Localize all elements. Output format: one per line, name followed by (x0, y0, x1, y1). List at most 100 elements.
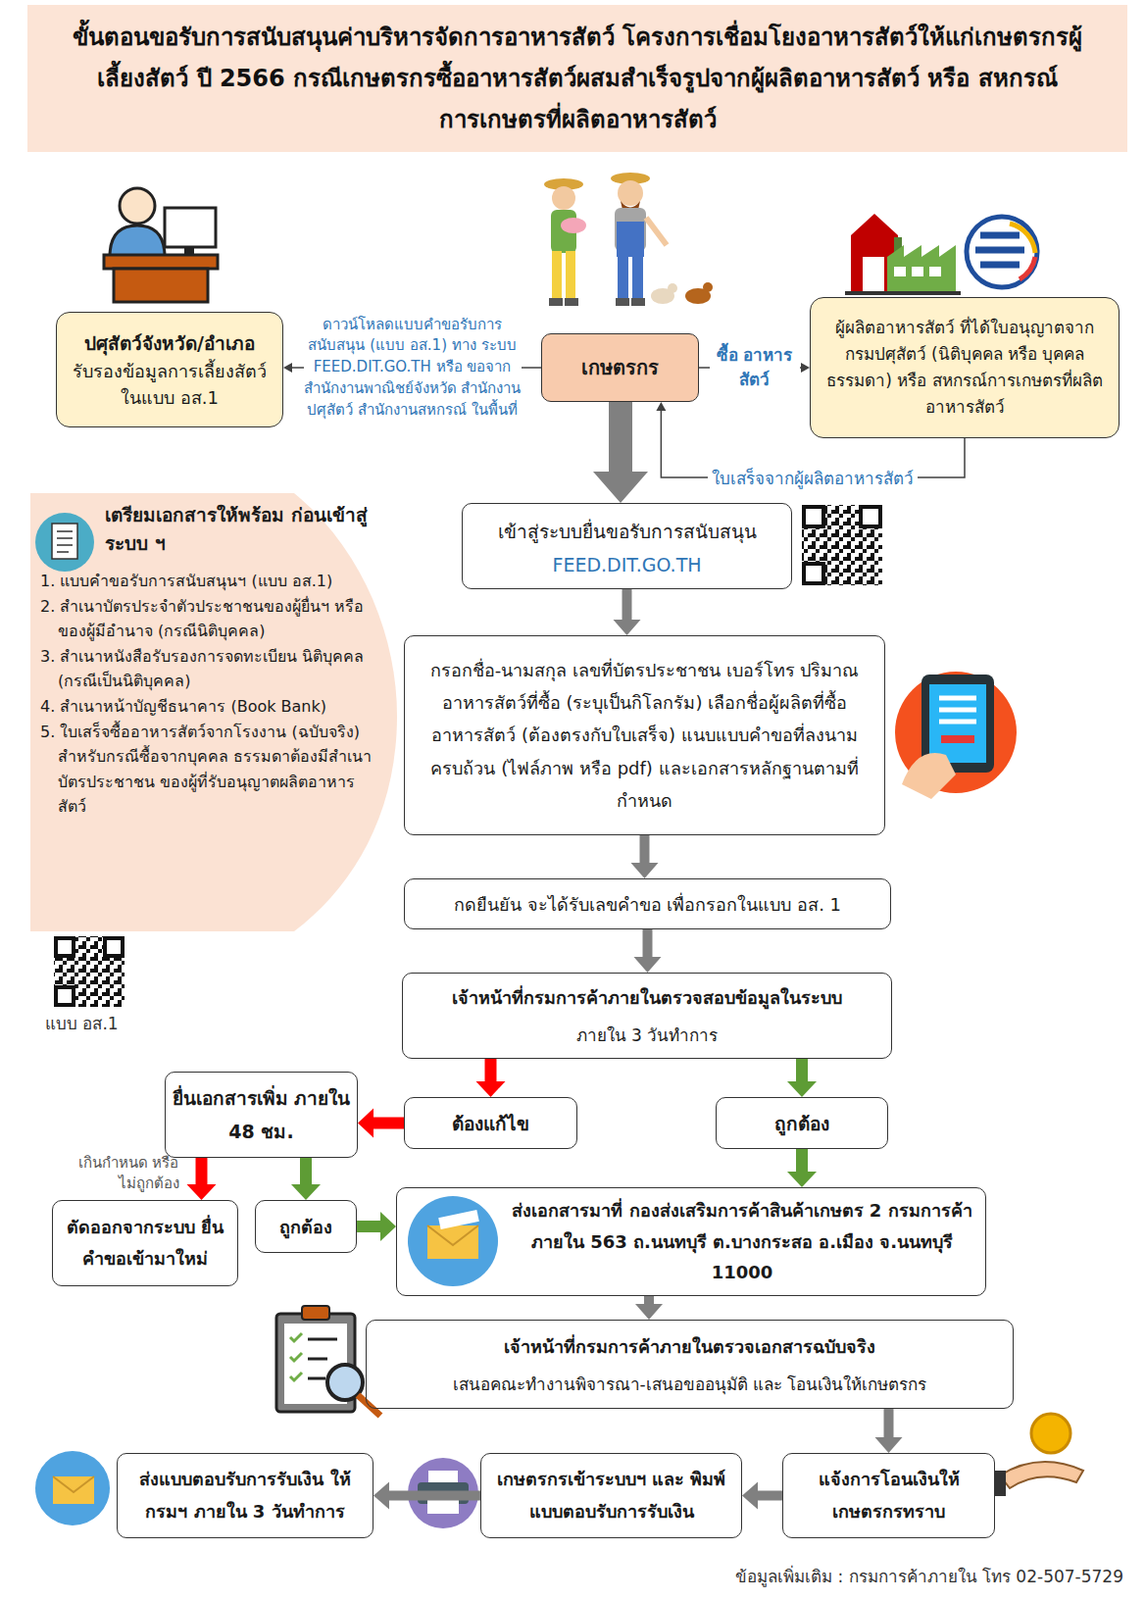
connector (356, 1211, 397, 1242)
process-box: ถูกต้อง (715, 1096, 889, 1149)
arrowhead (357, 1108, 374, 1139)
connector-line (356, 1220, 382, 1233)
process-box: เกษตรกรเข้าระบบฯ และ พิมพ์แบบตอบรับการรั… (480, 1452, 743, 1539)
box-text: ถูกต้อง (720, 1108, 884, 1139)
process-box: เจ้าหน้าที่กรมการค้าภายในตรวจเอกสารฉบับจ… (365, 1319, 1014, 1409)
doc-panel-shape (30, 493, 398, 932)
connector-line (796, 1148, 808, 1173)
process-box: ถูกต้อง (254, 1199, 357, 1253)
title-band (27, 4, 1128, 152)
officer-desk-icon (103, 188, 218, 302)
process-box: ปศุสัตว์จังหวัด/อำเภอรับรองข้อมูลการเลี้… (55, 311, 284, 428)
box-subtext: 1. แบบคำขอรับการสนับสนุนฯ (แบบ อส.1) (40, 568, 375, 595)
connector-line (796, 1058, 808, 1083)
box-text: ตัดออกจากระบบ ยื่นคำขอเข้ามาใหม่ (58, 1211, 232, 1276)
qr-code (53, 936, 125, 1007)
connector-line (622, 589, 633, 621)
envelope-icon (35, 1450, 110, 1526)
arrowhead (593, 471, 648, 503)
box-subtext: 4. สำเนาหน้าบัญชีธนาคาร (Book Bank) (40, 694, 375, 720)
box-text: ปศุสัตว์จังหวัด/อำเภอ (64, 328, 275, 358)
agency-logo (966, 216, 1038, 288)
connector (634, 929, 662, 973)
envelope-icon (407, 1195, 498, 1287)
connector (373, 1482, 481, 1510)
tablet-icon (895, 671, 1017, 799)
box-text: เจ้าหน้าที่กรมการค้าภายในตรวจสอบข้อมูลใน… (410, 983, 884, 1012)
arrowhead (655, 401, 666, 411)
connector (635, 1295, 663, 1320)
arrowhead (631, 862, 659, 879)
process-box: เจ้าหน้าที่กรมการค้าภายในตรวจสอบข้อมูลใน… (401, 972, 893, 1059)
box-text: กรอกชื่อ-นามสกุล เลขที่บัตรประชาชน เบอร์… (422, 653, 867, 817)
arrowhead (800, 362, 810, 373)
box-subtext: ภายใน 3 วันทำการ (410, 1021, 884, 1048)
connector-line (485, 1058, 498, 1083)
arrowhead (373, 1482, 390, 1510)
box-text: ส่งแบบตอบรับการรับเงิน ให้กรมฯ ภายใน 3 ว… (123, 1463, 367, 1528)
process-box: ต้องแก้ไข (403, 1096, 578, 1149)
arrowhead (613, 619, 642, 636)
box-subtext: 2. สำเนาบัตรประจำตัวประชาชนของผู้ยื่นฯ ห… (40, 594, 375, 645)
box-subtext: 3. สำเนาหนังสือรับรองการจดทะเบียน นิติบุ… (40, 644, 375, 695)
connector-line (756, 1491, 783, 1501)
connector-line (372, 1117, 404, 1130)
qr-code (801, 504, 883, 586)
diagram-title: ขั้นตอนขอรับการสนับสนุนค่าบริหารจัดการอา… (27, 8, 1128, 149)
edge-label: ดาวน์โหลดแบบคำขอรับการ สนับสนุน (แบบ อส.… (303, 314, 522, 422)
process-box: กรอกชื่อ-นามสกุล เลขที่บัตรประชาชน เบอร์… (403, 635, 886, 836)
process-box: ส่งเอกสารมาที่ กองส่งเสริมการค้าสินค้าเก… (396, 1187, 987, 1296)
arrowhead (635, 1303, 663, 1320)
doc-icon (35, 512, 95, 572)
box-text: เกษตรกร (547, 351, 693, 384)
box-text: เจ้าหน้าที่กรมการค้าภายในตรวจเอกสารฉบับจ… (376, 1332, 1003, 1361)
box-text: แจ้งการโอนเงินให้ เกษตรกรทราบ (789, 1463, 989, 1528)
farmers-icon (544, 172, 713, 306)
arrowhead (187, 1184, 217, 1200)
footer-note: ข้อมูลเพิ่มเติม : กรมการค้าภายใน โทร 02-… (735, 1562, 1124, 1590)
process-box: ยื่นเอกสารเพิ่ม ภายใน 48 ชม. (164, 1071, 358, 1158)
connector (787, 1148, 817, 1188)
connector-line (640, 835, 650, 864)
coin-hand-icon (992, 1413, 1084, 1496)
box-text: เตรียมเอกสารให้พร้อม ก่อนเข้าสู่ระบบ ฯ (104, 500, 375, 557)
arrowhead (380, 1211, 397, 1242)
document-checklist: เตรียมเอกสารให้พร้อม ก่อนเข้าสู่ระบบ ฯ 1.… (30, 493, 389, 932)
box-subtext: 5. ใบเสร็จซื้ออาหารสัตว์จากโรงงาน (ฉบับจ… (40, 719, 375, 820)
process-box: กดยืนยัน จะได้รับเลขคำขอ เพื่อกรอกในแบบ … (403, 878, 892, 930)
connector-line (884, 1408, 895, 1439)
connector (787, 1058, 817, 1097)
connector (631, 835, 659, 879)
connector-line (643, 929, 653, 958)
edge-label: เกินกำหนด หรือไม่ถูกต้อง (69, 1152, 180, 1195)
box-text: ผู้ผลิตอาหารสัตว์ ที่ได้ใบอนุญาตจากกรมปศ… (820, 314, 1109, 422)
box-text: ต้องแก้ไข (408, 1108, 573, 1139)
arrowhead (291, 1184, 321, 1200)
arrowhead (787, 1081, 817, 1097)
connector (187, 1157, 217, 1200)
qr-caption: แบบ อส.1 (45, 1009, 119, 1037)
box-text: เกษตรกรเข้าระบบฯ และ พิมพ์แบบตอบรับการรั… (487, 1463, 736, 1528)
arrowhead (787, 1171, 817, 1188)
box-subtext: FEED.DIT.GO.TH (468, 553, 786, 576)
arrowhead (283, 362, 293, 373)
connector-line (299, 1157, 312, 1186)
title-band: ขั้นตอนขอรับการสนับสนุนค่าบริหารจัดการอา… (27, 4, 1128, 152)
connector (357, 1108, 404, 1139)
box-subtext: เสนอคณะทำงานพิจารณา-เสนอขออนุมัติ และ โอ… (376, 1370, 1003, 1397)
arrowhead (875, 1437, 903, 1453)
process-box: เข้าสู่ระบบยื่นขอรับการสนับสนุนFEED.DIT.… (461, 502, 793, 590)
box-text: ส่งเอกสารมาที่ กองส่งเสริมการค้าสินค้าเก… (510, 1194, 974, 1289)
box-subtext: รับรองข้อมูลการเลี้ยงสัตว์ ในแบบ อส.1 (64, 357, 275, 411)
arrowhead (634, 956, 662, 973)
process-box: ส่งแบบตอบรับการรับเงิน ให้กรมฯ ภายใน 3 ว… (116, 1452, 374, 1539)
factory-icon (845, 213, 961, 296)
connector (875, 1408, 903, 1453)
connector-line (388, 1491, 481, 1501)
connector (291, 1157, 321, 1200)
box-text: ถูกต้อง (259, 1212, 352, 1242)
process-box: เกษตรกร (541, 333, 699, 402)
process-box: ตัดออกจากระบบ ยื่นคำขอเข้ามาใหม่ (51, 1199, 239, 1287)
box-text: กดยืนยัน จะได้รับเลขคำขอ เพื่อกรอกในแบบ … (412, 890, 883, 919)
